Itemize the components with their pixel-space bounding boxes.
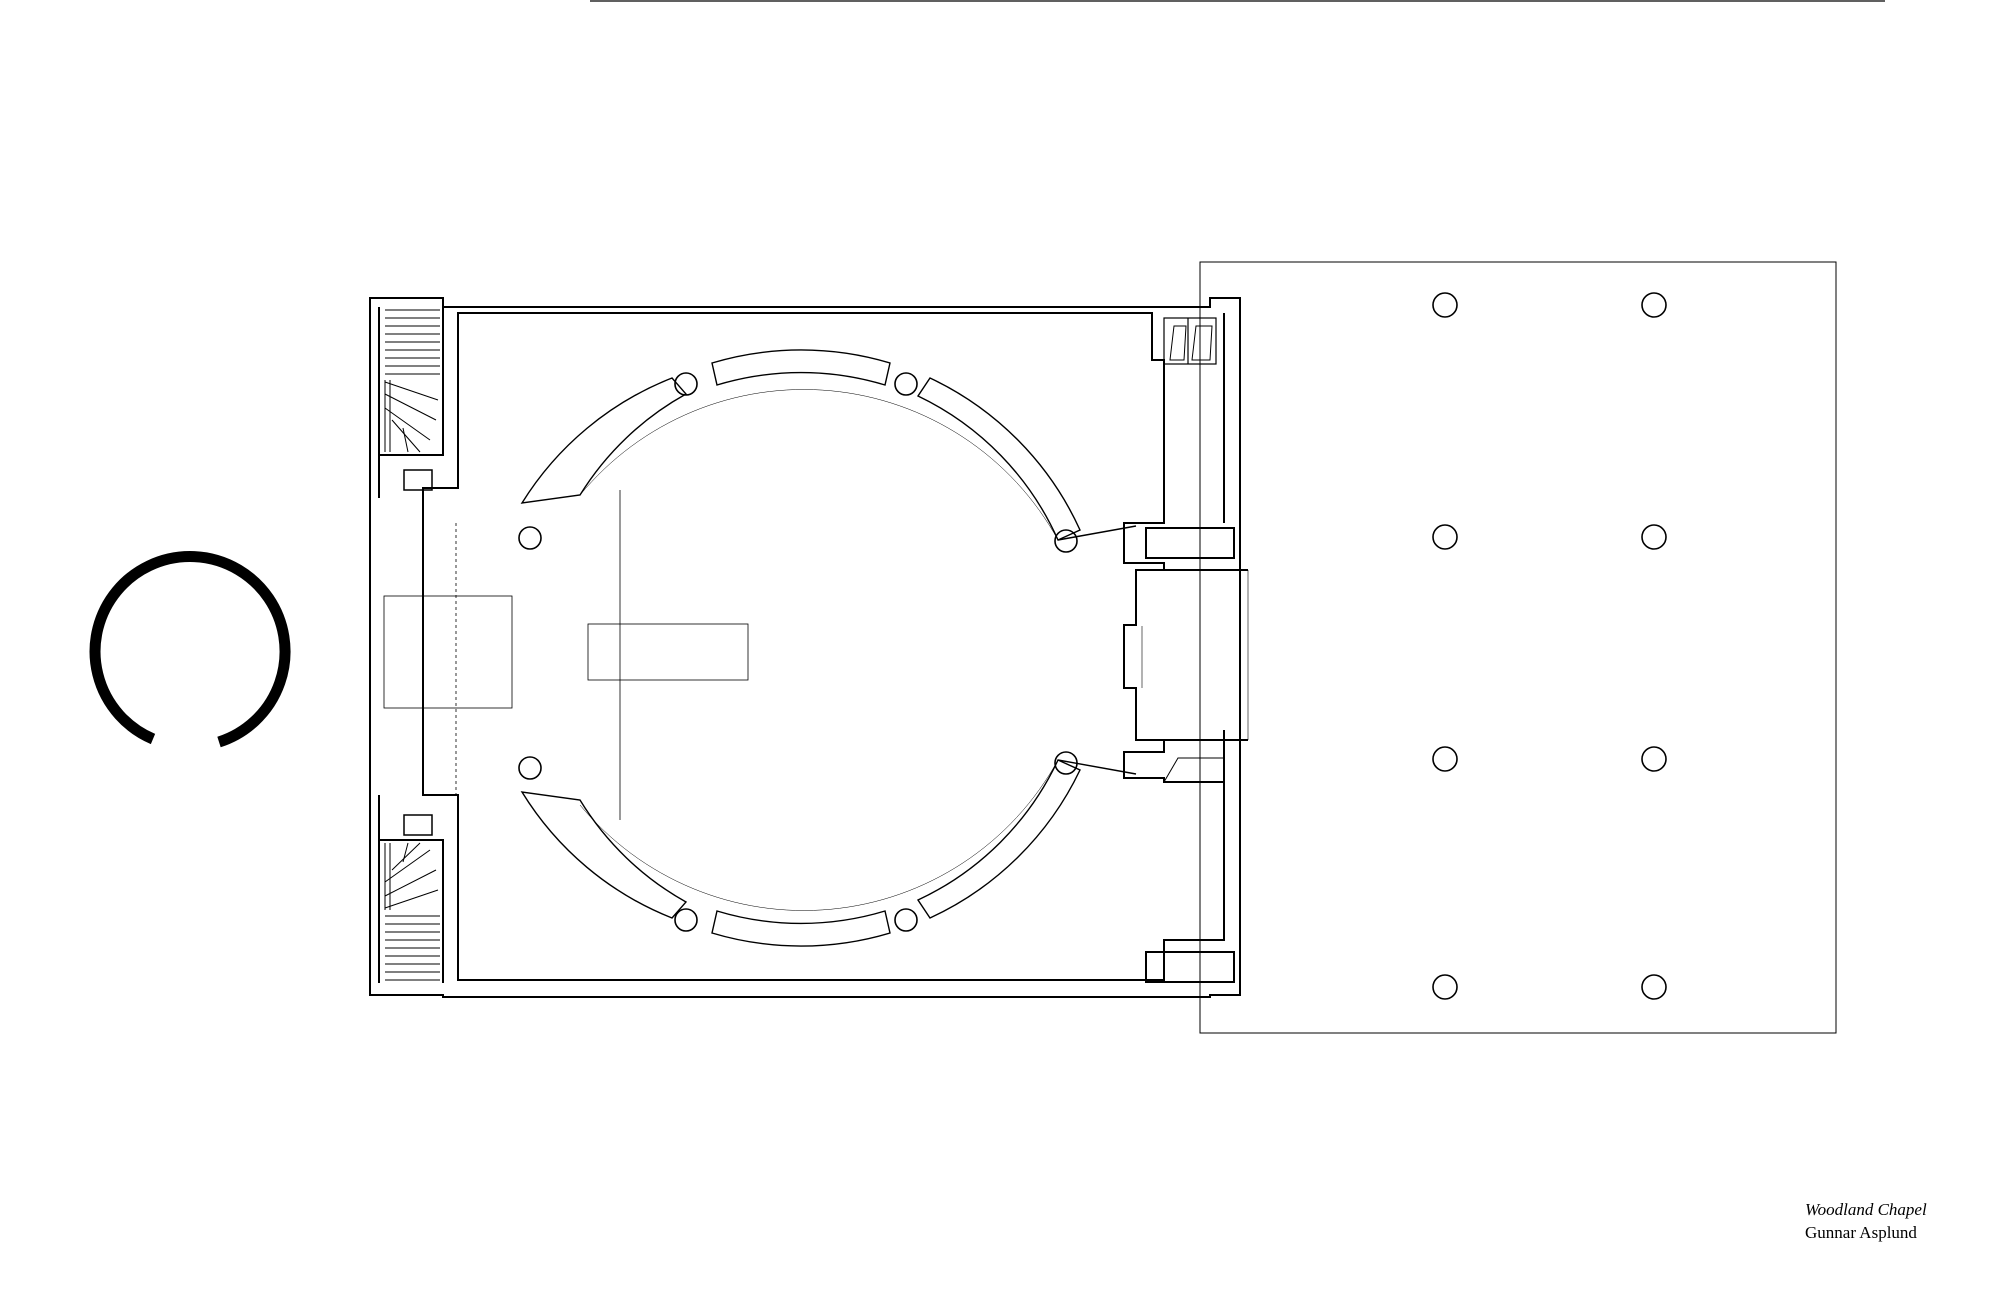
outer-wall (369, 297, 1241, 998)
architect-name: Gunnar Asplund (1805, 1223, 1917, 1242)
project-title: Woodland Chapel (1805, 1200, 1927, 1219)
altar-table (587, 623, 749, 681)
portico-column (1432, 746, 1458, 772)
portico-outline (1199, 261, 1837, 1034)
portico (1199, 261, 1837, 1034)
stair-tower-wall (378, 839, 444, 983)
open-ring-icon (89, 551, 291, 748)
entrance-pier (1145, 527, 1235, 559)
ring-column (518, 526, 542, 550)
portico-column (1641, 746, 1667, 772)
ring-columns (518, 372, 1078, 932)
stair-lower (384, 842, 440, 981)
ring-column (674, 372, 698, 396)
portico-columns (1432, 292, 1667, 1000)
wall-niche (403, 469, 433, 491)
stair-tower-wall (378, 307, 444, 456)
ring-column (518, 756, 542, 780)
portico-column (1641, 974, 1667, 1000)
service-room (1163, 317, 1217, 365)
colonnade-ring (520, 349, 1137, 947)
ring-column (1054, 529, 1078, 553)
altar-platform (383, 595, 513, 709)
ring-column (1054, 751, 1078, 775)
ring-column (894, 908, 918, 932)
entrance-pier (1145, 951, 1235, 983)
title-block: Woodland Chapel Gunnar Asplund (1805, 1198, 1927, 1244)
portico-column (1432, 974, 1458, 1000)
ring-column (674, 908, 698, 932)
building-walls (369, 297, 1241, 998)
portico-column (1641, 524, 1667, 550)
portico-column (1432, 524, 1458, 550)
ring-column (894, 372, 918, 396)
stair-upper (384, 309, 440, 453)
wall-niche (403, 814, 433, 836)
entrance (1136, 317, 1249, 983)
altar-area (383, 490, 749, 820)
inner-wall (422, 312, 1225, 981)
portico-column (1432, 292, 1458, 318)
portico-column (1641, 292, 1667, 318)
